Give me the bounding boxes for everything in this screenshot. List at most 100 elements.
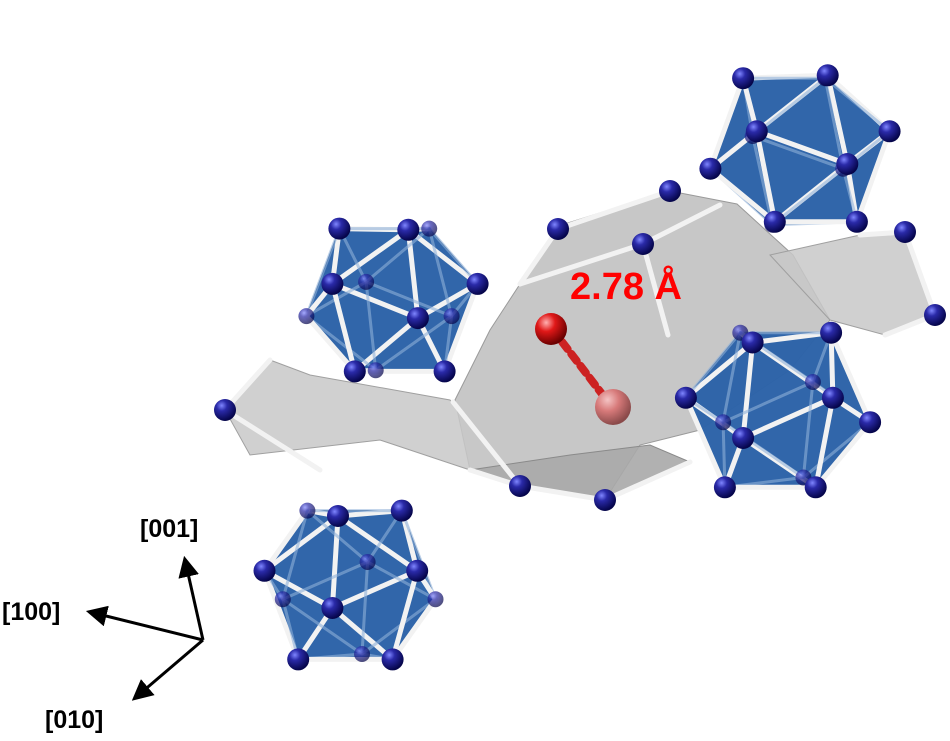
bond xyxy=(442,281,481,374)
atom xyxy=(253,559,276,582)
icosahedral-clusters xyxy=(253,64,901,671)
atom xyxy=(443,308,460,325)
bond xyxy=(366,560,437,601)
bond xyxy=(329,281,358,374)
cluster-top-right xyxy=(699,64,901,233)
atom xyxy=(274,591,291,608)
axis-001-arrow xyxy=(178,555,205,641)
atom xyxy=(820,321,843,344)
atom xyxy=(632,233,654,255)
bond xyxy=(754,128,778,225)
ring-sheets xyxy=(224,190,936,501)
atom xyxy=(358,273,375,290)
atom xyxy=(328,217,351,240)
atom xyxy=(659,180,681,202)
bond xyxy=(640,202,723,247)
bond xyxy=(281,509,309,601)
bond xyxy=(825,72,850,167)
atom xyxy=(397,218,420,241)
atom xyxy=(509,475,531,497)
oxygen-atom-back xyxy=(595,389,631,425)
bond xyxy=(305,509,370,564)
atom xyxy=(427,591,444,608)
bond xyxy=(750,330,834,345)
atom xyxy=(381,648,404,671)
axis-100-arrow xyxy=(85,605,204,642)
bond xyxy=(364,280,378,372)
cluster-right xyxy=(674,321,882,499)
bond xyxy=(902,229,938,318)
bond xyxy=(823,76,892,133)
bond xyxy=(684,331,742,400)
axis-label-100: [100] xyxy=(2,598,61,626)
cluster-bottom-left xyxy=(253,499,444,671)
axis-arrows xyxy=(85,555,205,701)
bond xyxy=(801,420,872,479)
bond xyxy=(329,513,341,611)
bond xyxy=(262,568,335,611)
bond xyxy=(390,568,420,662)
bond xyxy=(281,597,364,656)
atom xyxy=(745,120,768,143)
atom xyxy=(547,218,569,240)
atom xyxy=(699,157,722,180)
bond xyxy=(405,227,481,287)
atom xyxy=(354,646,370,662)
bond xyxy=(740,395,836,441)
atom xyxy=(299,502,316,519)
bond xyxy=(770,167,845,227)
atom xyxy=(594,489,616,511)
bond xyxy=(751,134,845,171)
atom xyxy=(321,597,344,619)
bond xyxy=(754,128,850,167)
bond xyxy=(740,340,756,441)
atom xyxy=(845,210,868,233)
bond xyxy=(683,340,756,401)
atom xyxy=(821,386,844,409)
atom xyxy=(859,411,882,434)
atom xyxy=(713,476,736,499)
bond xyxy=(364,280,454,318)
oxygen-pair xyxy=(535,313,631,425)
bond xyxy=(360,560,370,656)
atom xyxy=(894,221,916,243)
bond xyxy=(813,419,873,490)
bond xyxy=(360,597,437,656)
bond xyxy=(450,399,523,489)
bond xyxy=(721,331,742,424)
atom xyxy=(836,153,859,175)
bond xyxy=(335,513,420,574)
atom xyxy=(732,67,755,90)
bond xyxy=(751,134,774,227)
atom xyxy=(816,64,839,87)
atom xyxy=(321,272,344,295)
atom xyxy=(763,210,786,233)
atom xyxy=(674,386,697,409)
bond xyxy=(222,357,273,413)
axis-label-010: [010] xyxy=(45,706,104,734)
bond xyxy=(303,313,358,374)
bond xyxy=(329,568,420,611)
atom xyxy=(433,360,456,383)
distance-label: 2.78 Å xyxy=(570,266,682,308)
bond xyxy=(517,226,561,287)
atom xyxy=(732,427,755,449)
atom xyxy=(924,304,946,326)
atom xyxy=(343,360,366,383)
bond xyxy=(281,560,370,601)
bond xyxy=(262,508,310,574)
atom xyxy=(741,331,764,354)
atom xyxy=(287,648,310,671)
axis-010-arrow xyxy=(131,638,204,701)
atom xyxy=(367,362,384,379)
bond xyxy=(400,509,437,601)
bond xyxy=(801,380,815,479)
atom xyxy=(298,308,315,325)
extra-bonds xyxy=(214,180,946,511)
bond xyxy=(555,188,673,232)
bond xyxy=(222,407,323,473)
cluster-left xyxy=(298,217,489,383)
bond xyxy=(828,330,873,425)
bond xyxy=(262,568,301,662)
